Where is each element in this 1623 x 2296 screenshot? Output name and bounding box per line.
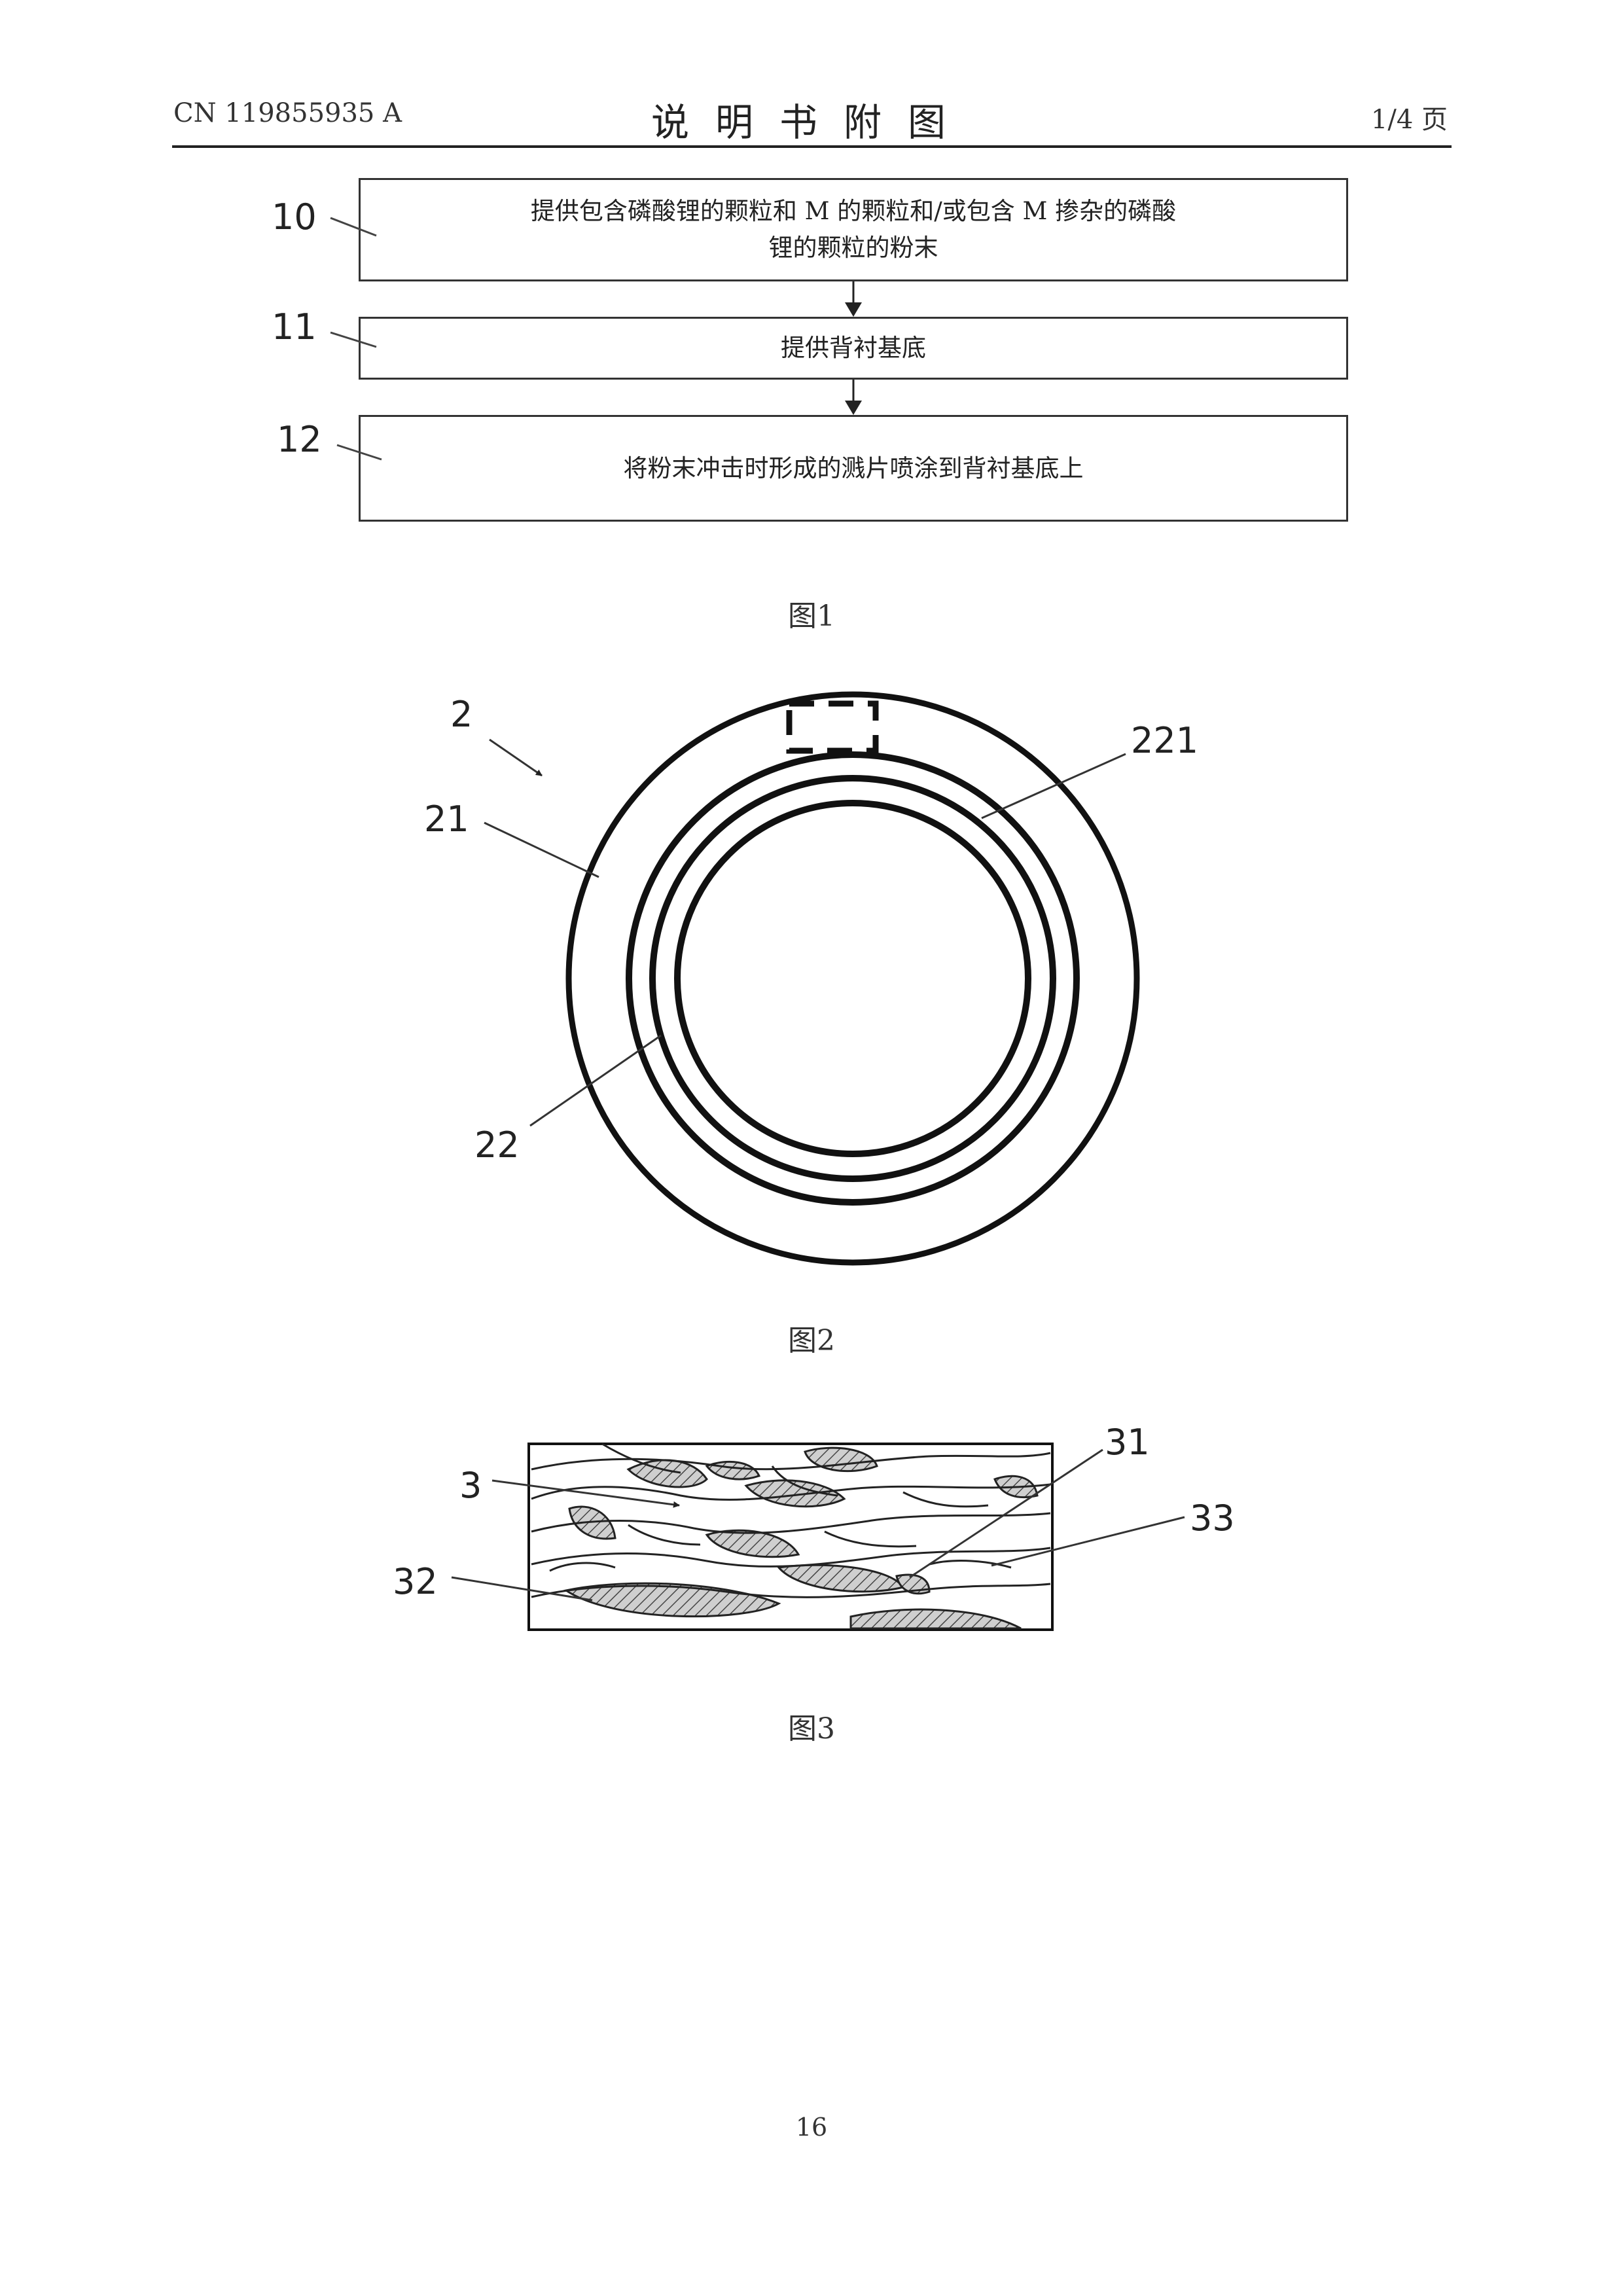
fig3-splat-section: [529, 1444, 1052, 1630]
fig2-detail-box: [789, 704, 876, 751]
fig1-leader-lines: [330, 218, 382, 459]
fig2-rings: [569, 694, 1137, 1263]
flow-connector-arrows: [845, 281, 862, 415]
